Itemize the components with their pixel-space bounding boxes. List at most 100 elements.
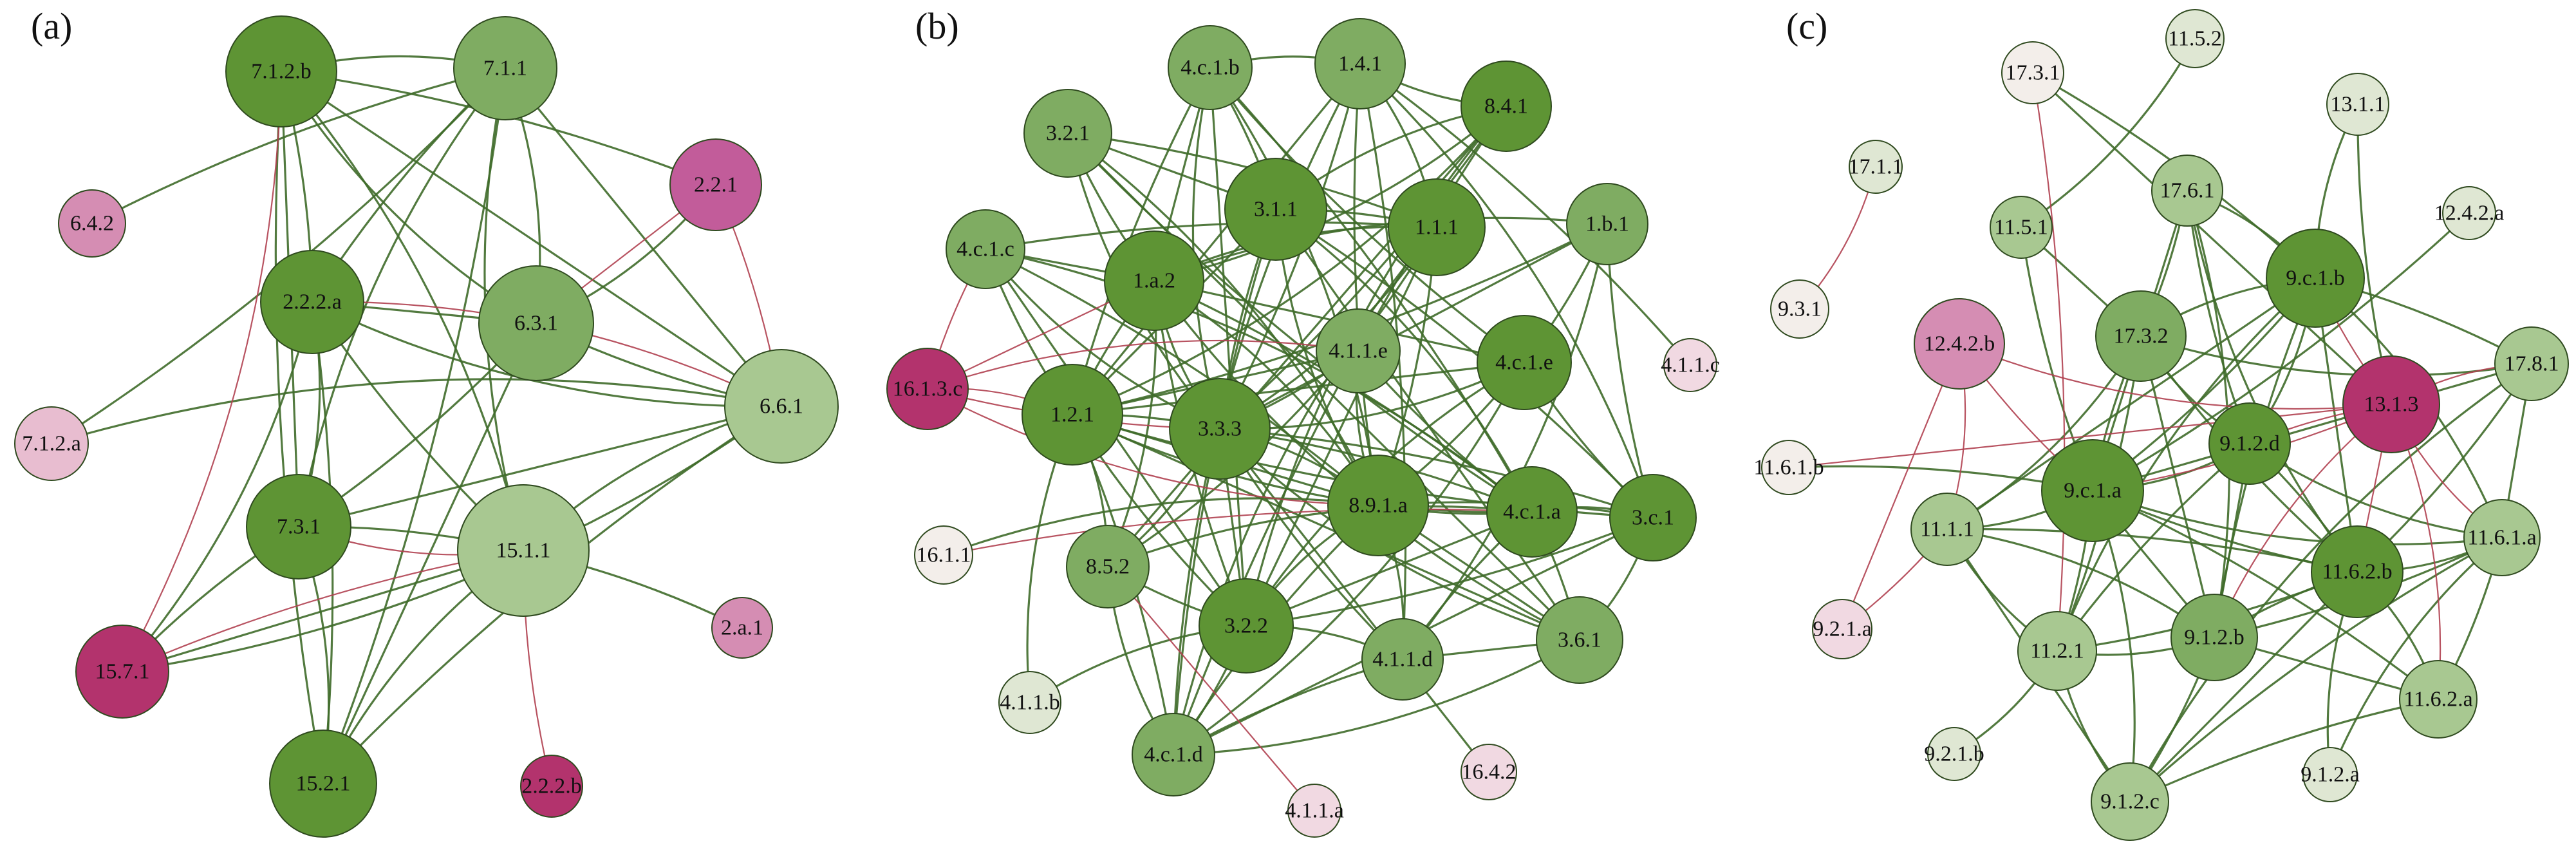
node-circle-9.2.1.a xyxy=(1812,599,1872,659)
node-label-17.8.1: 17.8.1 xyxy=(2505,352,2559,376)
node-label-1.2.1: 1.2.1 xyxy=(1050,403,1094,427)
node-label-2.2.2.a: 2.2.2.a xyxy=(283,290,342,314)
node-9.2.1.b: 9.2.1.b xyxy=(1924,727,1984,781)
node-15.7.1: 15.7.1 xyxy=(75,625,169,719)
tradeoff-edge-11.6.1.b-13.1.3 xyxy=(1788,403,2392,469)
node-4.1.1.b: 4.1.1.b xyxy=(998,671,1061,734)
node-9.2.1.a: 9.2.1.a xyxy=(1812,599,1872,659)
node-label-9.2.1.b: 9.2.1.b xyxy=(1924,742,1984,766)
node-9.1.2.c: 9.1.2.c xyxy=(2091,762,2169,841)
synergy-edge-1.1.1-4.c.1.c xyxy=(985,221,1437,250)
node-circle-8.5.2 xyxy=(1066,525,1150,608)
node-circle-16.1.1 xyxy=(914,525,973,585)
synergy-edge-9.1.2.c-11.6.2.a xyxy=(2129,698,2439,803)
synergy-edge-9.c.1.b-11.2.1 xyxy=(2056,277,2317,652)
node-9.1.2.a: 9.1.2.a xyxy=(2301,747,2360,802)
node-circle-11.6.1.a xyxy=(2463,499,2541,576)
node-11.6.1.a: 11.6.1.a xyxy=(2463,499,2541,576)
node-label-8.9.1.a: 8.9.1.a xyxy=(1349,494,1408,518)
node-11.5.2: 11.5.2 xyxy=(2165,9,2225,68)
node-circle-17.6.1 xyxy=(2151,155,2223,227)
synergy-edge-17.8.1-9.1.2.c xyxy=(2129,363,2532,802)
synergy-edge-9.c.1.a-17.8.1 xyxy=(2092,363,2532,492)
node-circle-2.2.1 xyxy=(669,138,762,231)
node-17.8.1: 17.8.1 xyxy=(2494,326,2569,401)
node-4.1.1.d: 4.1.1.d xyxy=(1361,618,1444,701)
node-circle-11.5.2 xyxy=(2165,9,2225,68)
node-label-1.b.1: 1.b.1 xyxy=(1585,212,1629,236)
node-17.1.1: 17.1.1 xyxy=(1849,140,1903,194)
node-circle-3.2.2 xyxy=(1199,578,1294,674)
synergy-edge-8.4.1-8.5.2 xyxy=(1106,105,1507,568)
node-6.6.1: 6.6.1 xyxy=(724,349,839,464)
node-label-9.1.2.a: 9.1.2.a xyxy=(2301,763,2360,787)
panel-c: (c) 11.5.217.3.113.1.117.1.117.6.112.4.2… xyxy=(1753,5,2569,841)
node-label-3.6.1: 3.6.1 xyxy=(1558,628,1601,652)
node-label-2.2.2.b: 2.2.2.b xyxy=(521,775,582,798)
node-4.c.1.d: 4.c.1.d xyxy=(1132,713,1215,796)
node-label-8.5.2: 8.5.2 xyxy=(1086,555,1130,579)
node-13.1.3: 13.1.3 xyxy=(2342,355,2440,453)
node-16.1.3.c: 16.1.3.c xyxy=(886,348,969,430)
synergy-edge-7.1.2.b-6.6.1 xyxy=(281,70,782,408)
node-label-7.1.1: 7.1.1 xyxy=(483,57,527,80)
node-label-17.6.1: 17.6.1 xyxy=(2160,179,2215,203)
node-1.1.1: 1.1.1 xyxy=(1388,178,1486,276)
node-circle-4.1.1.e xyxy=(1316,308,1401,393)
node-6.4.2: 6.4.2 xyxy=(58,189,126,258)
panel-label-a: (a) xyxy=(31,5,72,47)
node-label-11.6.2.a: 11.6.2.a xyxy=(2403,688,2472,711)
node-4.c.1.a: 4.c.1.a xyxy=(1486,466,1578,558)
node-15.1.1: 15.1.1 xyxy=(457,484,590,617)
synergy-edge-8.4.1-3.3.3 xyxy=(1218,106,1507,430)
node-circle-2.2.2.a xyxy=(260,250,364,354)
synergy-edge-3.1.1-4.c.1.d xyxy=(1172,209,1277,755)
node-label-16.4.2: 16.4.2 xyxy=(1462,760,1517,784)
node-circle-12.4.2.a xyxy=(2442,186,2496,240)
synergy-edge-7.1.1-15.2.1 xyxy=(322,68,507,784)
node-label-4.1.1.a: 4.1.1.a xyxy=(1285,799,1344,823)
node-label-3.c.1: 3.c.1 xyxy=(1632,506,1674,530)
synergy-edge-4.c.1.e-4.c.1.d xyxy=(1173,362,1526,756)
tradeoff-edge-17.3.1-11.2.1 xyxy=(2031,72,2066,652)
node-11.5.1: 11.5.1 xyxy=(1990,196,2053,259)
node-16.1.1: 16.1.1 xyxy=(914,525,973,585)
node-circle-15.2.1 xyxy=(269,730,377,838)
synergy-edge-17.3.1-13.1.3 xyxy=(2031,71,2393,406)
node-label-13.1.3: 13.1.3 xyxy=(2364,393,2419,417)
node-label-16.1.3.c: 16.1.3.c xyxy=(893,377,963,401)
node-circle-13.1.3 xyxy=(2342,355,2440,453)
node-12.4.2.b: 12.4.2.b xyxy=(1914,298,2005,390)
synergy-edge-11.5.2-11.5.1 xyxy=(2021,38,2196,229)
node-label-8.4.1: 8.4.1 xyxy=(1484,95,1528,118)
node-label-9.2.1.a: 9.2.1.a xyxy=(1813,617,1872,641)
node-label-7.1.2.a: 7.1.2.a xyxy=(22,432,81,456)
panel-label-b: (b) xyxy=(915,5,959,47)
node-6.3.1: 6.3.1 xyxy=(478,265,594,381)
synergy-edge-2.2.2.a-6.6.1 xyxy=(312,301,782,408)
synergy-edge-1.4.1-4.1.1.c xyxy=(1359,62,1692,366)
node-2.2.1: 2.2.1 xyxy=(669,138,762,231)
node-9.1.2.b: 9.1.2.b xyxy=(2170,594,2258,681)
node-circle-3.6.1 xyxy=(1536,596,1623,684)
node-7.1.1: 7.1.1 xyxy=(453,16,557,120)
node-circle-1.1.1 xyxy=(1388,178,1486,276)
node-circle-9.1.2.c xyxy=(2091,762,2169,841)
node-circle-11.6.1.b xyxy=(1761,440,1816,495)
node-8.9.1.a: 8.9.1.a xyxy=(1327,455,1429,556)
node-circle-9.3.1 xyxy=(1770,279,1829,339)
node-label-4.1.1.b: 4.1.1.b xyxy=(1000,691,1060,715)
node-circle-4.1.1.a xyxy=(1287,784,1341,838)
node-8.5.2: 8.5.2 xyxy=(1066,525,1150,608)
node-4.1.1.a: 4.1.1.a xyxy=(1285,784,1344,838)
node-label-1.a.2: 1.a.2 xyxy=(1133,269,1175,293)
tradeoff-edge-12.4.2.b-9.2.1.a xyxy=(1841,343,1961,630)
node-15.2.1: 15.2.1 xyxy=(269,730,377,838)
synergy-edge-3.3.3-16.4.2 xyxy=(1218,428,1490,773)
node-circle-17.8.1 xyxy=(2494,326,2569,401)
node-label-6.4.2: 6.4.2 xyxy=(70,212,114,236)
node-label-7.3.1: 7.3.1 xyxy=(277,515,321,539)
node-circle-2.2.2.b xyxy=(520,755,583,818)
